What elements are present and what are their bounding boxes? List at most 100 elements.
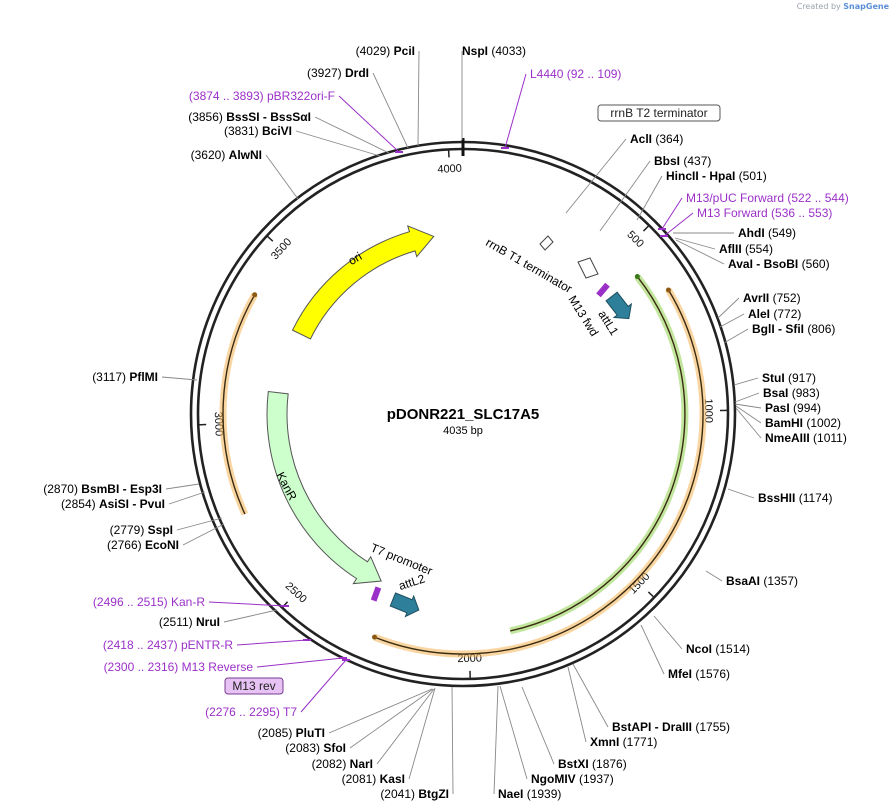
enzyme-bgli-part: (806) xyxy=(804,322,835,336)
enzyme-naei-leader xyxy=(493,685,499,795)
attl1-arrow-shape xyxy=(605,291,633,320)
enzyme-bgli-leader xyxy=(723,328,749,344)
enzyme-stui-leader xyxy=(733,377,759,386)
primer-m13-reverse-part: M13 Reverse xyxy=(182,660,254,674)
orf-outer-head xyxy=(665,287,671,293)
primer-m13-reverse: (2300 .. 2316) M13 Reverse xyxy=(104,660,254,674)
enzyme-bsai: BsaI (983) xyxy=(763,386,820,400)
enzyme-nmeaiii-part: NmeAIII xyxy=(765,431,810,445)
enzyme-bsaai-leader xyxy=(705,570,723,582)
enzyme-bstapi-leader xyxy=(572,663,609,728)
enzyme-avrii: AvrII (752) xyxy=(743,291,801,305)
enzyme-btgzi-leader xyxy=(451,686,454,795)
enzyme-hincii-part: HincII xyxy=(666,169,699,183)
enzyme-hincii-part: (501) xyxy=(735,169,766,183)
tick-label-4000: 4000 xyxy=(437,163,462,176)
enzyme-nari-part: (2082) xyxy=(312,757,350,771)
enzyme-avai-part: AvaI xyxy=(728,257,753,271)
enzyme-alei: AleI (772) xyxy=(748,307,801,321)
rrnb-t2-terminator-label-box xyxy=(597,104,721,122)
enzyme-ngomiv-part: NgoMIV xyxy=(531,772,576,786)
enzyme-pasi-leader xyxy=(734,403,762,409)
primer-m13-reverse-leader xyxy=(256,657,344,668)
enzyme-acli: AclI (364) xyxy=(630,132,683,146)
enzyme-alwni-leader xyxy=(265,154,299,200)
t7-promoter-label: T7 promoter xyxy=(369,541,435,578)
enzyme-pflmi-part: (3117) xyxy=(92,370,129,384)
orf-left-head xyxy=(252,292,258,298)
attl2-label: attL2 xyxy=(397,571,427,593)
enzyme-bstapi-part: (1755) xyxy=(692,720,730,734)
enzyme-aflii-part: (554) xyxy=(742,242,773,256)
enzyme-stui-part: (917) xyxy=(785,371,816,385)
enzyme-bsmbi: (2870) BsmBI - Esp3I xyxy=(43,482,162,496)
tick-label-3500: 3500 xyxy=(269,236,294,262)
primer-m13-reverse-part: (2300 .. 2316) xyxy=(104,660,182,674)
m13-fwd-marker xyxy=(596,282,610,298)
enzyme-bstxi-part: BstXI xyxy=(558,757,589,771)
enzyme-kasi-leader xyxy=(408,687,436,780)
enzyme-bsshii-part: (1174) xyxy=(795,491,832,505)
enzyme-hincii-part: - HpaI xyxy=(699,169,736,183)
enzyme-avrii-leader xyxy=(717,297,740,319)
ori-label: ori xyxy=(346,249,365,268)
enzyme-bstxi: BstXI (1876) xyxy=(558,757,627,771)
enzyme-bamhi: BamHI (1002) xyxy=(765,416,841,430)
primer-m13-puc-forward-leader xyxy=(661,197,683,230)
primer-l4440-part: (92 .. 109) xyxy=(563,67,621,81)
enzyme-ngomiv-part: (1937) xyxy=(576,772,614,786)
enzyme-ahdi: AhdI (549) xyxy=(738,226,796,240)
enzyme-naei-part: (1939) xyxy=(523,787,561,801)
enzyme-nari: (2082) NarI xyxy=(312,757,373,771)
enzyme-drdi-part: DrdI xyxy=(345,66,369,80)
enzyme-pasi-part: (994) xyxy=(790,401,821,415)
primer-m13-puc-forward-part: (522 .. 544) xyxy=(784,191,849,205)
enzyme-mfei-part: (1576) xyxy=(692,667,730,681)
enzyme-econi-leader xyxy=(182,523,225,546)
m13-rev-label-box xyxy=(224,677,284,695)
enzyme-avai: AvaI - BsoBI (560) xyxy=(728,257,830,271)
enzyme-pcii-part: (4029) xyxy=(356,44,394,58)
enzyme-bsai-part: (983) xyxy=(788,386,819,400)
enzyme-alwni-part: (3620) xyxy=(191,148,229,162)
enzyme-pcii: (4029) PciI xyxy=(356,44,415,58)
enzyme-xmni: XmnI (1771) xyxy=(590,735,657,749)
enzyme-avrii-part: (752) xyxy=(769,291,800,305)
enzyme-alwni: (3620) AlwNI xyxy=(191,148,262,162)
enzyme-bsaai-part: BsaAI xyxy=(726,574,760,588)
primer-pentr-r-leader xyxy=(236,639,308,646)
primer-pbr322ori-f-leader xyxy=(338,95,400,153)
enzyme-ngomiv: NgoMIV (1937) xyxy=(531,772,614,786)
kanr-feature xyxy=(266,390,382,585)
enzyme-pcii-leader xyxy=(417,50,420,147)
primer-pbr322ori-f-part: (3874 .. 3893) xyxy=(189,89,267,103)
enzyme-mfei: MfeI (1576) xyxy=(668,667,730,681)
enzyme-nmeaiii: NmeAIII (1011) xyxy=(765,431,847,445)
enzyme-btgzi-part: BtgZI xyxy=(418,787,449,801)
enzyme-bsssi: (3856) BssSI - BssSαI xyxy=(188,110,311,124)
enzyme-bsaai: BsaAI (1357) xyxy=(726,574,798,588)
tick-3500 xyxy=(266,235,274,242)
enzyme-nspi: NspI (4033) xyxy=(462,44,526,58)
enzyme-bgli-part: - SfiI xyxy=(775,322,804,336)
rrnb-t2-terminator-label: rrnB T2 terminator xyxy=(610,106,707,120)
enzyme-acli-part: AclI xyxy=(630,132,652,146)
enzyme-bamhi-part: BamHI xyxy=(765,416,803,430)
enzyme-aflii-part: AflII xyxy=(719,242,742,256)
enzyme-bsmbi-part: (2870) xyxy=(43,482,81,496)
enzyme-bcivi-part: (3831) xyxy=(224,124,262,138)
enzyme-sspi-leader xyxy=(176,517,223,531)
enzyme-xmni-part: (1771) xyxy=(619,735,657,749)
primer-pentr-r: (2418 .. 2437) pENTR-R xyxy=(103,638,233,652)
primer-pentr-r-part: pENTR-R xyxy=(181,638,233,652)
enzyme-bsai-leader xyxy=(734,392,760,403)
tick-1500 xyxy=(647,591,655,599)
enzyme-bsaai-part: (1357) xyxy=(760,574,798,588)
enzyme-bbsi: BbsI (437) xyxy=(654,154,711,168)
enzyme-naei-part: NaeI xyxy=(498,787,523,801)
enzyme-naei: NaeI (1939) xyxy=(498,787,561,801)
enzyme-bsmbi-leader xyxy=(165,483,200,490)
enzyme-ahdi-part: (549) xyxy=(765,226,796,240)
enzyme-alei-leader xyxy=(719,313,745,328)
